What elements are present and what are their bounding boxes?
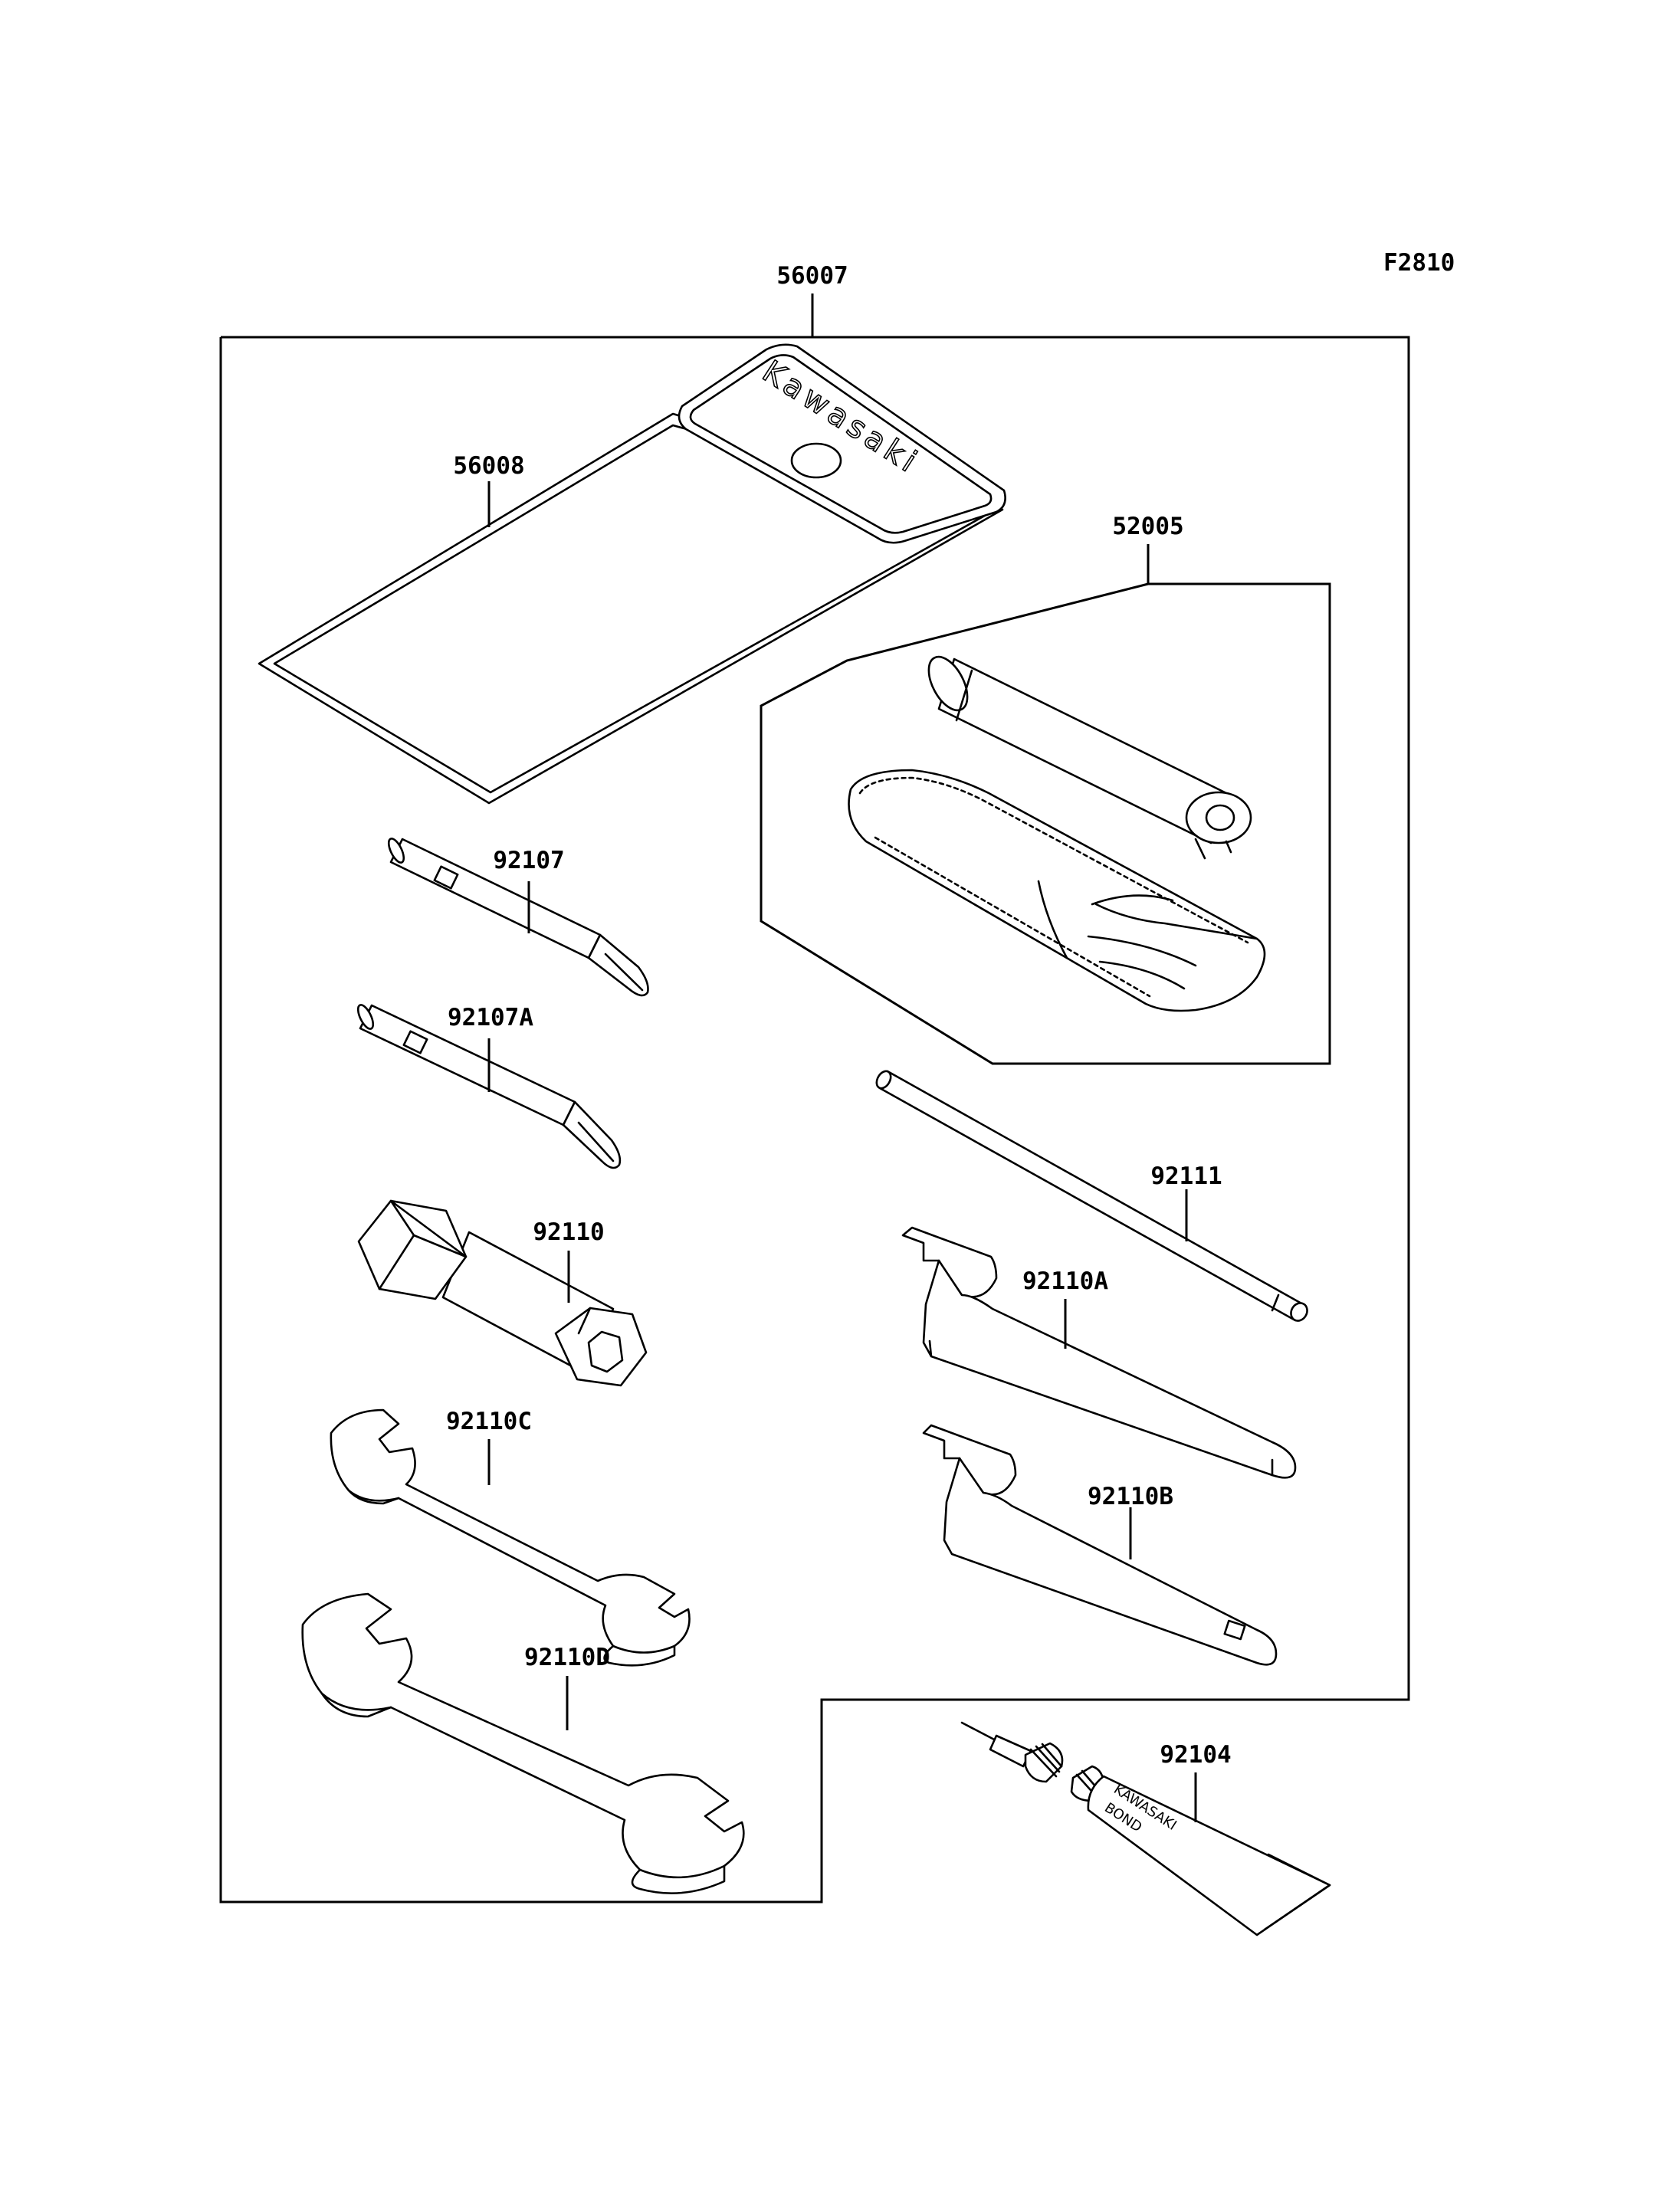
- figure-code: F2810: [1383, 249, 1455, 277]
- part-number-92107[interactable]: 92107: [493, 847, 564, 874]
- part-number-92111[interactable]: 92111: [1150, 1162, 1222, 1190]
- tool-bag-56008: Kawasaki: [258, 343, 1006, 805]
- tool-kit-boundary: [219, 336, 1410, 1904]
- screwdriver-92107A: [356, 1004, 622, 1169]
- rod-92111: [875, 1070, 1308, 1322]
- bond-tube-92104: KAWASAKI BOND: [960, 1721, 1331, 1936]
- part-number-92110[interactable]: 92110: [533, 1218, 604, 1246]
- part-number-56008[interactable]: 56008: [453, 452, 524, 480]
- repair-kit-boundary: [760, 582, 1331, 1065]
- part-number-92107A[interactable]: 92107A: [448, 1004, 533, 1031]
- part-number-92110B[interactable]: 92110B: [1088, 1483, 1173, 1510]
- part-number-92110C[interactable]: 92110C: [446, 1408, 532, 1435]
- hook-wrench-92110B: [922, 1424, 1278, 1666]
- open-wrench-92110C: [330, 1408, 691, 1667]
- hook-wrench-92110A: [901, 1226, 1297, 1479]
- open-wrench-92110D: [301, 1592, 745, 1894]
- part-number-92110D[interactable]: 92110D: [524, 1644, 610, 1671]
- part-number-92104[interactable]: 92104: [1160, 1741, 1231, 1769]
- screwdriver-92107: [387, 838, 649, 997]
- part-number-52005[interactable]: 52005: [1112, 513, 1183, 540]
- part-number-92110A[interactable]: 92110A: [1022, 1267, 1108, 1295]
- repair-kit-contents: [848, 655, 1266, 1012]
- box-wrench-92110: [357, 1199, 648, 1387]
- part-number-56007[interactable]: 56007: [776, 262, 848, 290]
- snap-button: [790, 442, 842, 479]
